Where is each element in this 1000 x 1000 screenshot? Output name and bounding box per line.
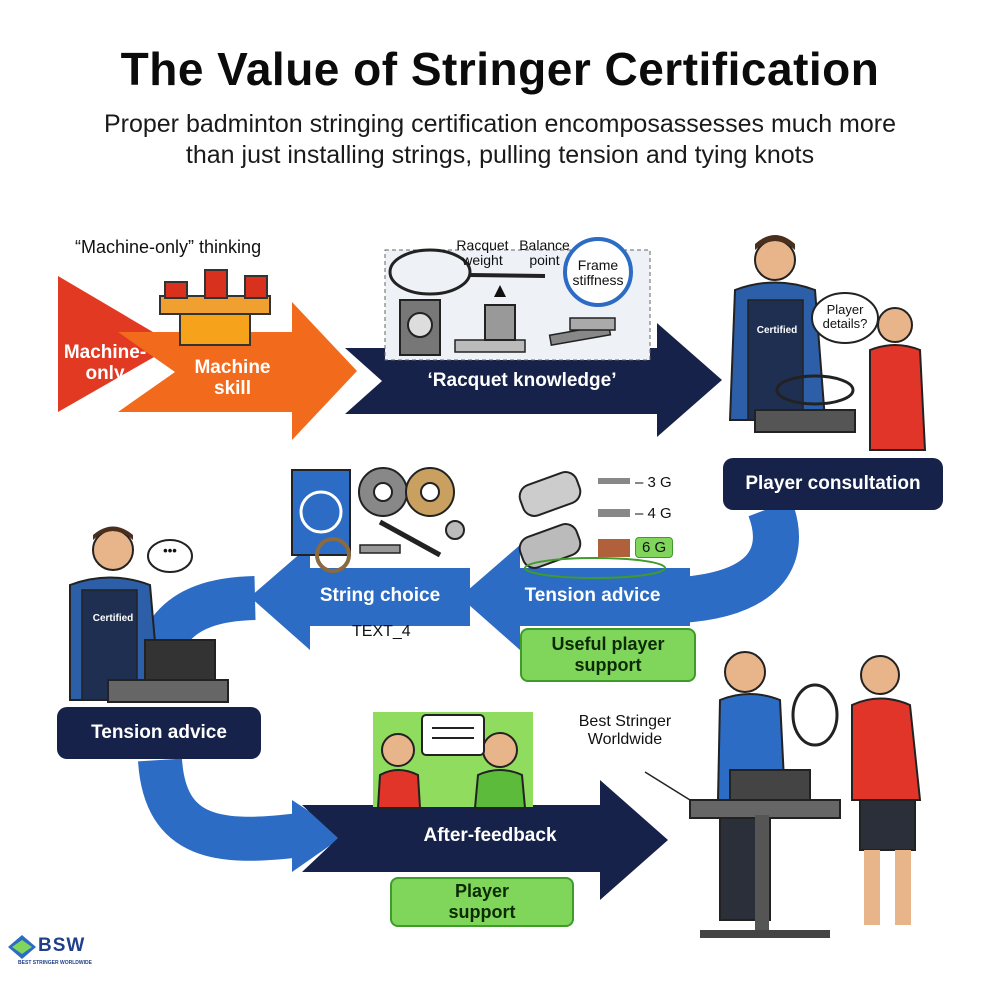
tension-advice-box: Tension advice: [57, 707, 261, 759]
useful-player-support-box: Useful player support: [520, 628, 696, 682]
strings-illustration: [291, 467, 465, 573]
string-choice-label: String choice: [319, 585, 441, 606]
subtitle-line-1: Proper badminton stringing certification…: [103, 110, 897, 138]
speech-dots: •••: [163, 543, 177, 558]
balance-point-label: Balance point: [512, 237, 577, 269]
balance-point-line-1: Balance: [519, 237, 570, 253]
frame-stiffness-label: Frame stiffness: [565, 257, 631, 289]
useful-support-line-1: Useful player: [551, 634, 665, 655]
machine-only-line-2: only: [85, 362, 125, 384]
player-details-bubble: Player details?: [815, 302, 875, 332]
machine-skill-line-1: Machine: [194, 357, 271, 378]
machine-only-thinking-label: “Machine-only” thinking: [75, 237, 262, 257]
stringer-consultation-illustration: [728, 235, 927, 451]
tension-advice-arrow: [460, 545, 690, 650]
machine-skill-arrow: [118, 302, 357, 440]
frame-stiffness-line-1: Frame: [577, 257, 619, 273]
player-support-box: Player support: [390, 877, 574, 927]
bsw-logo-mark: [8, 935, 36, 959]
text-placeholder: TEXT_4: [352, 623, 411, 640]
player-consultation-box: Player consultation: [723, 458, 943, 510]
player-support-text: Player support: [449, 881, 516, 922]
racquet-weight-line-2: weight: [462, 252, 503, 269]
best-stringer-illustration: [644, 651, 922, 938]
tension-advice-arrow-label: Tension advice: [524, 585, 661, 606]
racquet-weight-line-1: Racquet: [456, 237, 509, 253]
bottom-loop-curve: [138, 757, 303, 861]
bsw-logo-text: BSW: [38, 935, 86, 956]
certified-badge-top: Certified: [756, 325, 798, 336]
page-title: The Value of Stringer Certification: [120, 43, 880, 95]
players-chat-illustration: [373, 712, 533, 809]
after-feedback-label: After-feedback: [423, 825, 557, 846]
left-stringer-illustration: [69, 526, 229, 703]
best-stringer-label: Best Stringer Worldwide: [565, 713, 685, 750]
useful-support-text: Useful player support: [551, 634, 664, 675]
bottom-loop-arrowhead: [292, 800, 345, 872]
useful-support-line-2: support: [574, 655, 642, 675]
machine-only-arrow: [58, 276, 175, 412]
machine-only-label: Machine- only: [55, 342, 155, 385]
tension-samples-illustration: [518, 471, 666, 579]
player-support-line-2: support: [448, 902, 516, 922]
player-details-line-2: details?: [822, 316, 868, 332]
machine-skill-line-2: skill: [214, 377, 251, 399]
racquet-knowledge-label: ‘Racquet knowledge’: [427, 370, 617, 391]
tension-label-3g: – 3 G: [635, 474, 672, 491]
racquet-weight-label: Racquet weight: [450, 237, 515, 269]
best-stringer-line-2: Worldwide: [587, 731, 663, 749]
after-feedback-arrow: [302, 780, 668, 900]
machine-only-line-1: Machine-: [63, 342, 147, 363]
balance-point-line-2: point: [529, 252, 560, 269]
string-choice-arrow: [250, 545, 470, 650]
consultation-to-tension-curve: [678, 499, 799, 623]
bsw-logo-subtext: BEST STRINGER WORLDWIDE: [18, 960, 92, 966]
racquet-tools-illustration: [384, 237, 651, 361]
tension-label-4g: – 4 G: [635, 505, 672, 522]
certified-badge-left: Certified: [92, 613, 134, 624]
stringing-machine-illustration: [159, 269, 271, 346]
tension-label-6g: 6 G: [635, 537, 674, 558]
player-details-line-1: Player: [826, 302, 864, 317]
frame-stiffness-line-2: stiffness: [572, 272, 624, 289]
best-stringer-line-1: Best Stringer: [578, 713, 672, 730]
subtitle-line-2: than just installing strings, pulling te…: [185, 141, 815, 169]
player-support-line-1: Player: [454, 881, 510, 902]
machine-skill-label: Machine skill: [180, 357, 285, 400]
